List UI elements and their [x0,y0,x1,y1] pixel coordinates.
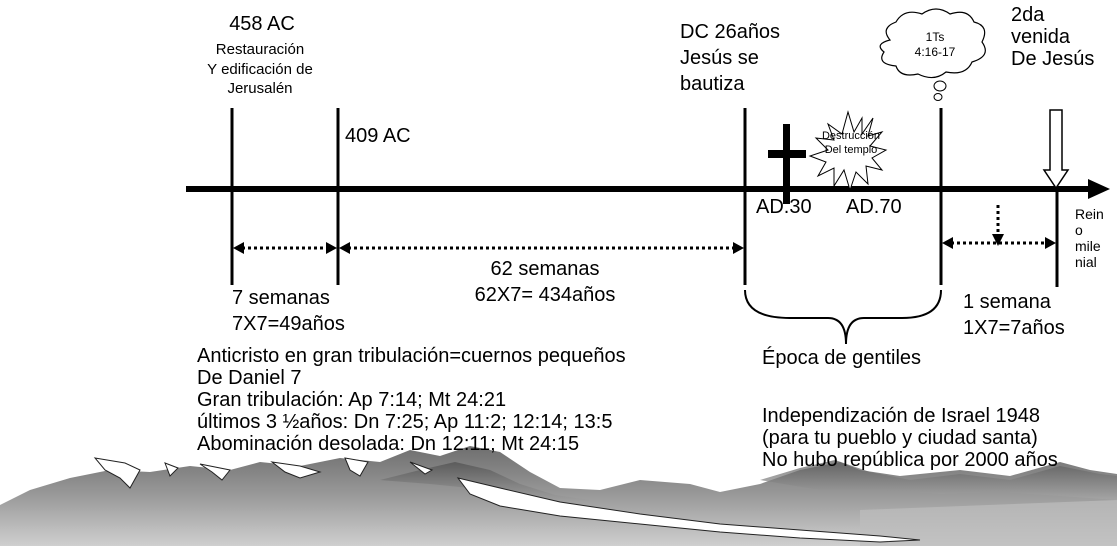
mountain-range [0,446,1117,546]
sixty-two-weeks-label: 62 semanas 62X7= 434años [474,258,616,306]
event-409-year: 409 AC [345,125,411,147]
temple-date: AD.70 [846,196,902,218]
millennium-label: Rein o mile nial [1075,206,1104,271]
event-458-year: 458 AC [229,13,295,35]
down-arrow-icon [1042,109,1070,190]
gentiles-brace [744,289,942,345]
explosion-icon [808,110,888,192]
main-timeline [186,179,1110,199]
israel-notes: Independización de Israel 1948 (para tu … [762,405,1058,471]
thought-cloud-icon [879,8,986,101]
seven-weeks-label: 7 semanas 7X7=49años [232,287,345,335]
event-baptism: DC 26años Jesús se bautiza [680,21,781,95]
span-arrowheads [233,234,1056,254]
thought-cloud-text: 1Ts 4:16-17 [914,30,956,59]
cross-icon [768,124,806,204]
span-arrows [242,205,1047,250]
temple-destruction-label: Destrucción Del templo [821,130,881,156]
antichrist-notes: Anticristo en gran tribulación=cuernos p… [197,345,626,455]
gentiles-label: Época de gentiles [762,347,922,369]
second-coming-label: 2da venida De Jesús [1011,4,1095,70]
cross-date: AD.30 [756,196,812,218]
timeline-markers [230,108,1059,287]
one-week-label: 1 semana 1X7=7años [963,291,1065,339]
event-458-description: Restauración Y edificación de Jerusalén [207,41,313,97]
